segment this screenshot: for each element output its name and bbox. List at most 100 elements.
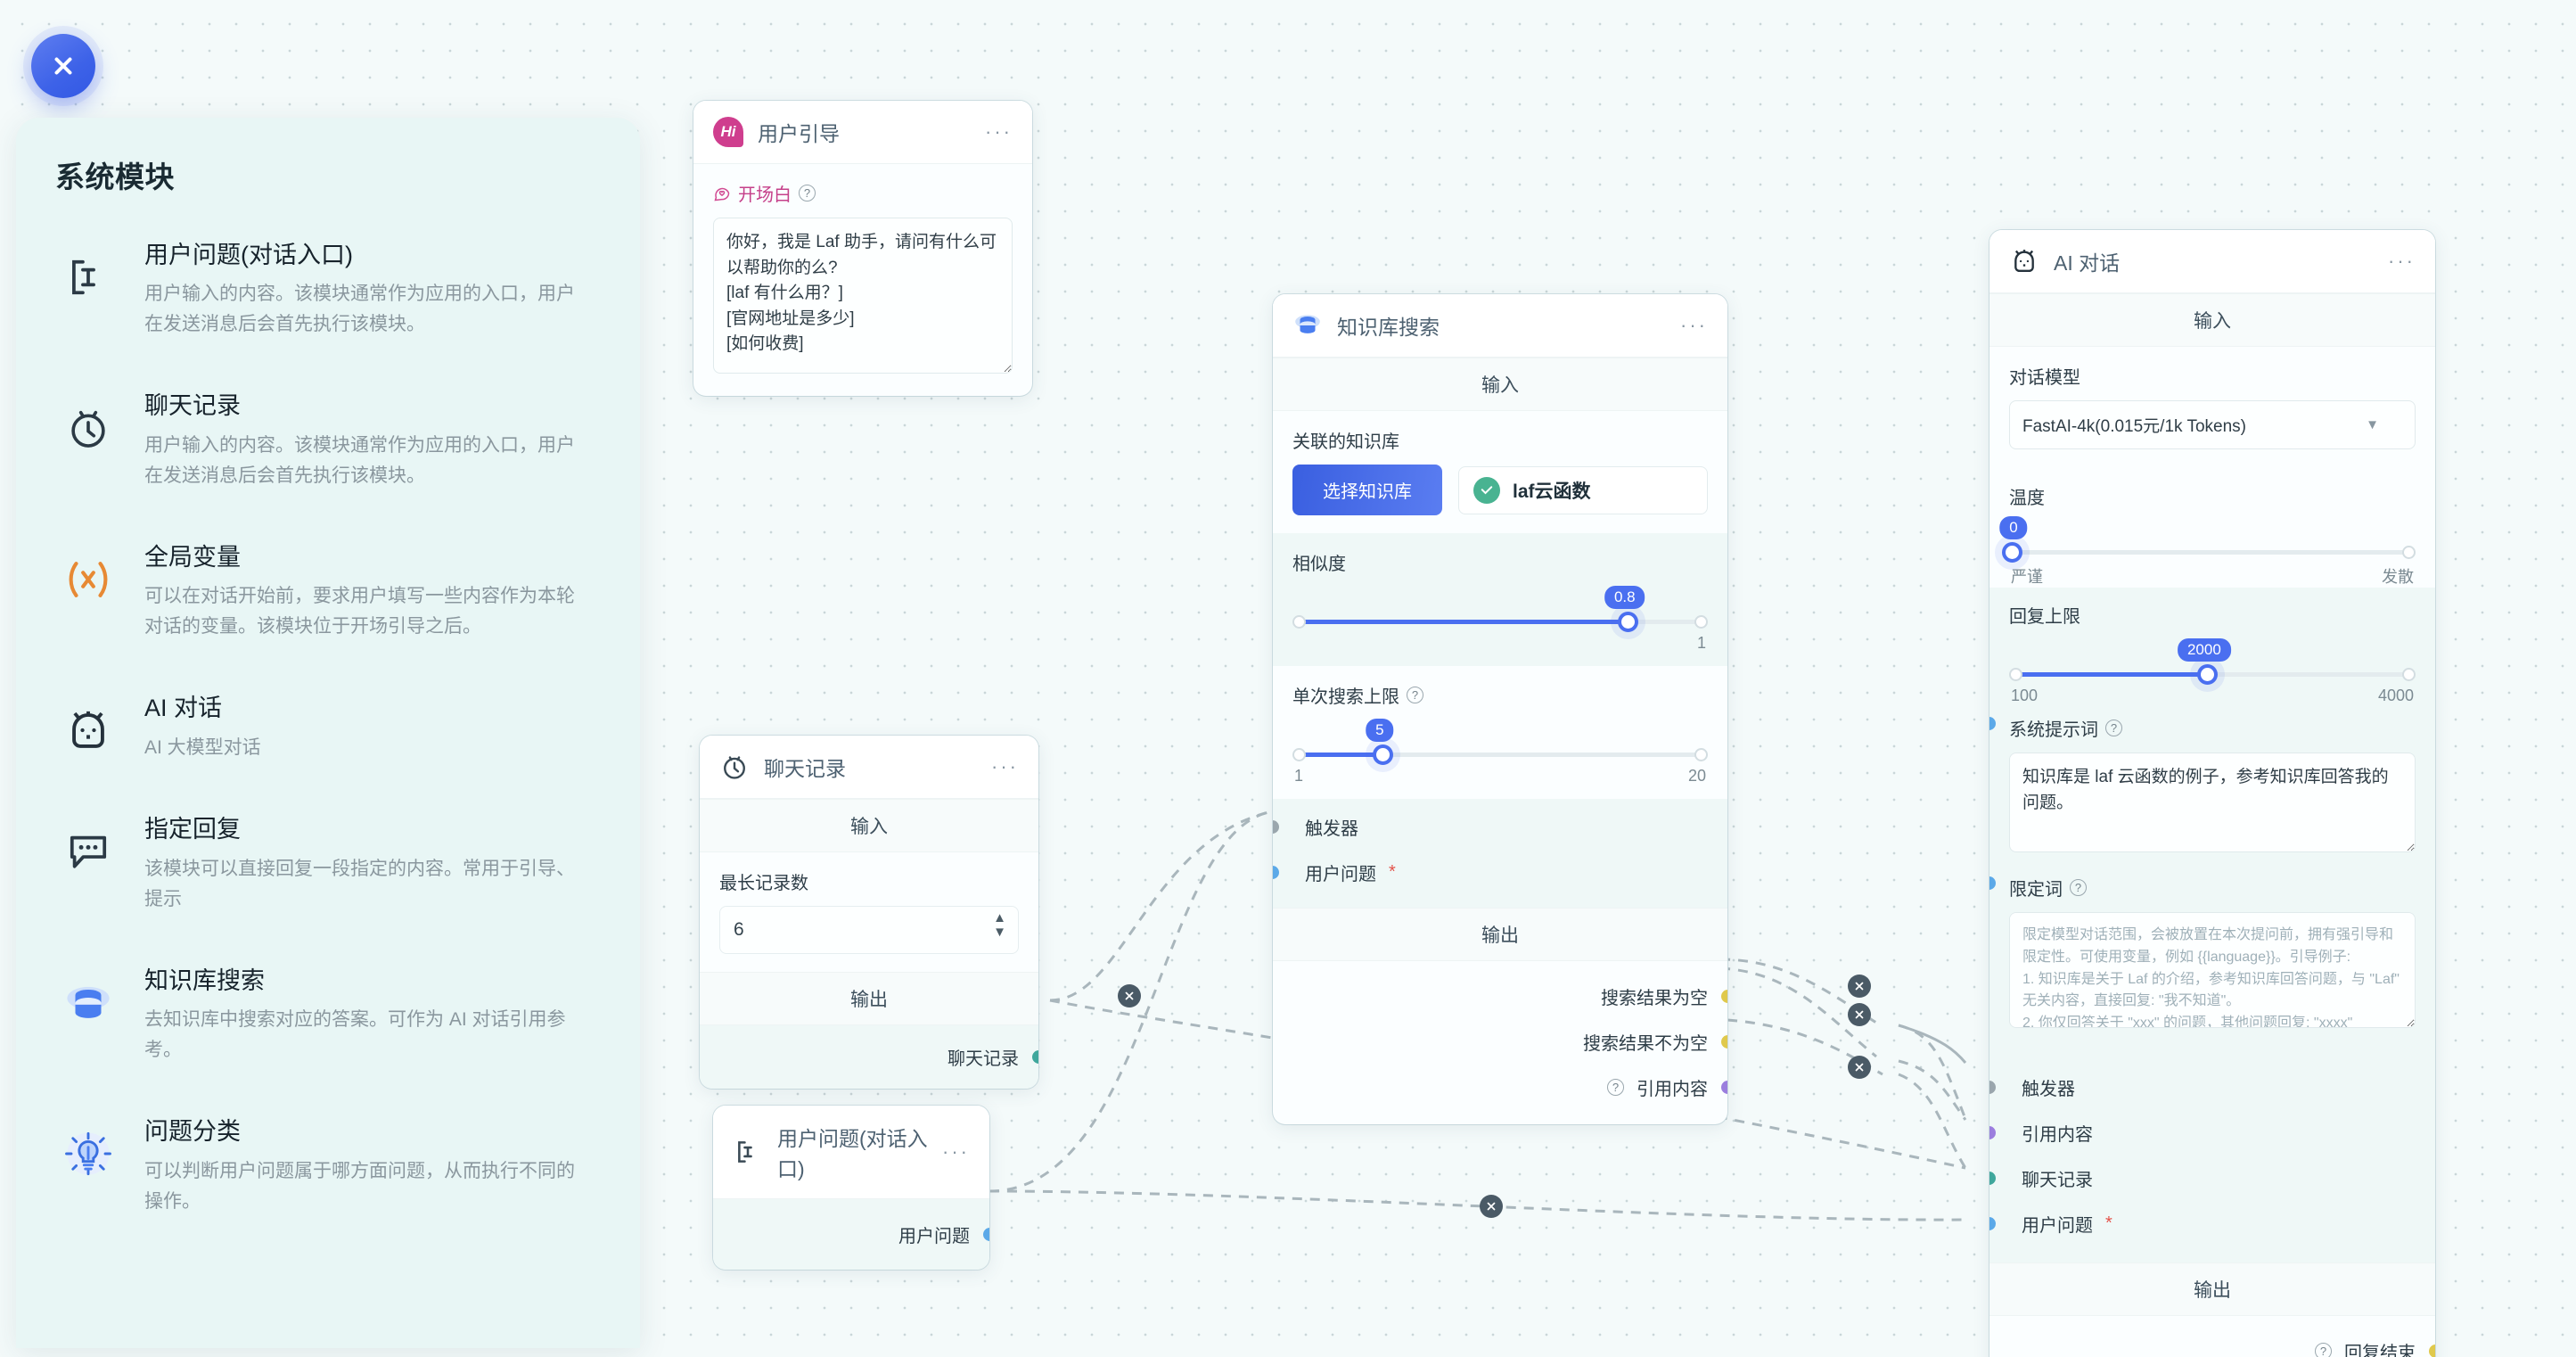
maxtoken-slider[interactable]: 2000 100 4000 [2009, 638, 2416, 704]
help-icon[interactable]: ? [1407, 687, 1423, 703]
node-header[interactable]: 用户问题(对话入口) ··· [713, 1106, 989, 1199]
node-menu-icon[interactable]: ··· [1680, 314, 1708, 336]
node-user-guide[interactable]: Hi 用户引导 ··· 开场白 ? 你好，我是 Laf 助手，请问有什么可以帮助… [693, 101, 1032, 396]
port-dot-blue[interactable] [1989, 876, 1996, 890]
item-title: 全局变量 [144, 543, 241, 571]
node-title: 用户问题(对话入口) [777, 1127, 928, 1180]
port-row[interactable]: ? 回复结束 [2009, 1328, 2435, 1357]
node-body: 最长记录数 ▲▼ [700, 852, 1038, 972]
input-band: 输入 [700, 799, 1038, 852]
port-row[interactable]: 引用内容 [1989, 1110, 2416, 1156]
item-desc: 可以在对话开始前，要求用户填写一些内容作为本轮对话的变量。该模块位于开场引导之后… [144, 586, 575, 637]
sidebar-item-kb-search[interactable]: 知识库搜索 去知识库中搜索对应的答案。可作为 AI 对话引用参考。 [55, 963, 601, 1065]
node-header[interactable]: AI 对话 ··· [1989, 230, 2435, 293]
port-dot-yellow[interactable] [1721, 990, 1727, 1003]
port-dot-blue[interactable] [1273, 866, 1279, 879]
port-row[interactable]: 聊天记录 [1989, 1156, 2416, 1201]
port-row[interactable]: 搜索结果为空 [1292, 974, 1727, 1019]
kb-label: 关联的知识库 [1292, 432, 1399, 452]
node-chat-history[interactable]: 聊天记录 ··· 输入 最长记录数 ▲▼ 输出 聊天记录 [700, 736, 1038, 1089]
max-records-input[interactable] [719, 906, 1019, 954]
port-dot-grey[interactable] [1273, 820, 1279, 834]
heart-chat-icon [714, 187, 730, 201]
similarity-slider[interactable]: 0.8 1 [1292, 586, 1708, 652]
port-label: 触发器 [1305, 819, 1358, 839]
slider-knob[interactable] [1372, 744, 1393, 765]
port-row[interactable]: ? 引用内容 [1292, 1065, 1727, 1110]
stepper-buttons[interactable]: ▲▼ [993, 910, 1006, 940]
help-icon[interactable]: ? [1607, 1079, 1624, 1096]
node-menu-icon[interactable]: ··· [942, 1140, 970, 1163]
sidebar-item-question-classify[interactable]: 问题分类 可以判断用户问题属于哪方面问题，从而执行不同的操作。 [55, 1114, 601, 1216]
stepper-down-icon[interactable]: ▼ [993, 925, 1006, 940]
limit-prompt-input[interactable] [2009, 912, 2416, 1028]
chevron-down-icon[interactable]: ▼ [2366, 417, 2379, 432]
node-ai-chat[interactable]: AI 对话 ··· 输入 对话模型 FastAI-4k(0.015元/1k To… [1989, 230, 2435, 1357]
required-mark: * [1389, 862, 1396, 882]
sidebar-item-chat-history[interactable]: 聊天记录 用户输入的内容。该模块通常作为应用的入口，用户在发送消息后会首先执行该… [55, 388, 601, 490]
kb-chip-label: laf云函数 [1513, 481, 1591, 502]
slider-knob[interactable] [2196, 664, 2218, 685]
port-dot-purple[interactable] [1721, 1081, 1727, 1094]
model-section: 对话模型 FastAI-4k(0.015元/1k Tokens) ▼ [1989, 347, 2435, 467]
select-kb-button[interactable]: 选择知识库 [1292, 465, 1442, 515]
port-label: 搜索结果不为空 [1583, 1034, 1708, 1054]
node-user-question[interactable]: 用户问题(对话入口) ··· 用户问题 [713, 1106, 989, 1270]
port-dot-grey[interactable] [1989, 1081, 1996, 1094]
system-modules-panel[interactable]: 系统模块 用户问题(对话入口) 用户输入的内容。该模块通常作为应用的入口，用户在… [16, 118, 640, 1348]
node-menu-icon[interactable]: ··· [985, 120, 1013, 143]
port-row[interactable]: 用户问题 [733, 1212, 989, 1257]
system-prompt-input[interactable]: 知识库是 laf 云函数的例子，参考知识库回答我的问题。 [2009, 753, 2416, 852]
port-dot-teal[interactable] [1032, 1050, 1038, 1064]
port-dot-purple[interactable] [1989, 1126, 1996, 1139]
text-cursor-input-icon [55, 244, 121, 310]
node-menu-icon[interactable]: ··· [991, 755, 1019, 777]
sidebar-item-specified-reply[interactable]: 指定回复 该模块可以直接回复一段指定的内容。常用于引导、提示 [55, 811, 601, 914]
node-header[interactable]: 聊天记录 ··· [700, 736, 1038, 799]
opening-text-input[interactable]: 你好，我是 Laf 助手，请问有什么可以帮助你的么? [laf 有什么用？] [… [713, 218, 1013, 374]
node-kb-search[interactable]: 知识库搜索 ··· 输入 关联的知识库 选择知识库 laf云函数 相似度 [1273, 294, 1727, 1124]
port-row[interactable]: 搜索结果不为空 [1292, 1019, 1727, 1065]
help-icon[interactable]: ? [799, 185, 816, 201]
slider-knob[interactable] [2002, 542, 2022, 563]
slider-knob[interactable] [1617, 612, 1638, 632]
slider-track [2013, 550, 2412, 555]
edge-delete-icon[interactable] [1480, 1195, 1503, 1218]
sidebar-item-user-question[interactable]: 用户问题(对话入口) 用户输入的内容。该模块通常作为应用的入口，用户在发送消息后… [55, 237, 601, 340]
temperature-slider[interactable]: 0 严谨 发散 [1999, 516, 2416, 586]
port-row[interactable]: 用户问题* [1989, 1201, 2416, 1246]
help-icon[interactable]: ? [2070, 879, 2087, 896]
edge-delete-icon[interactable] [1848, 1056, 1871, 1079]
edge-delete-icon[interactable] [1848, 1003, 1871, 1026]
node-header[interactable]: 知识库搜索 ··· [1273, 294, 1727, 358]
port-dot-yellow[interactable] [2429, 1345, 2435, 1357]
port-dot-blue[interactable] [1989, 1217, 1996, 1230]
clock-history-icon [55, 395, 121, 461]
model-select[interactable]: FastAI-4k(0.015元/1k Tokens) ▼ [2009, 400, 2416, 449]
port-row[interactable]: 触发器 [1273, 804, 1708, 850]
slider-start-cap [2009, 668, 2022, 681]
slider-value-bubble: 5 [1366, 719, 1394, 742]
node-title: 用户引导 [758, 122, 840, 145]
help-icon[interactable]: ? [2105, 720, 2122, 736]
kb-chip-laf[interactable]: laf云函数 [1458, 465, 1708, 514]
limit-slider[interactable]: 5 1 20 [1292, 719, 1708, 785]
sidebar-item-global-variable[interactable]: 全局变量 可以在对话开始前，要求用户填写一些内容作为本轮对话的变量。该模块位于开… [55, 539, 601, 642]
port-dot-yellow[interactable] [1721, 1035, 1727, 1049]
close-button[interactable] [31, 34, 95, 98]
port-dot-blue[interactable] [983, 1228, 989, 1241]
sidebar-item-ai-chat[interactable]: AI 对话 AI 大模型对话 [55, 690, 601, 763]
port-row[interactable]: 用户问题* [1273, 850, 1708, 895]
help-icon[interactable]: ? [2315, 1343, 2332, 1357]
port-dot-teal[interactable] [1989, 1172, 1996, 1185]
max-records-stepper[interactable]: ▲▼ [719, 906, 1019, 954]
node-header[interactable]: Hi 用户引导 ··· [693, 101, 1032, 164]
edge-delete-icon[interactable] [1118, 984, 1141, 1007]
edge-delete-icon[interactable] [1848, 975, 1871, 998]
port-row[interactable]: 聊天记录 [719, 1034, 1038, 1080]
stepper-up-icon[interactable]: ▲ [993, 910, 1006, 925]
port-row[interactable]: 触发器 [1989, 1065, 2416, 1110]
port-dot-blue[interactable] [1989, 717, 1996, 730]
node-menu-icon[interactable]: ··· [2388, 250, 2416, 272]
